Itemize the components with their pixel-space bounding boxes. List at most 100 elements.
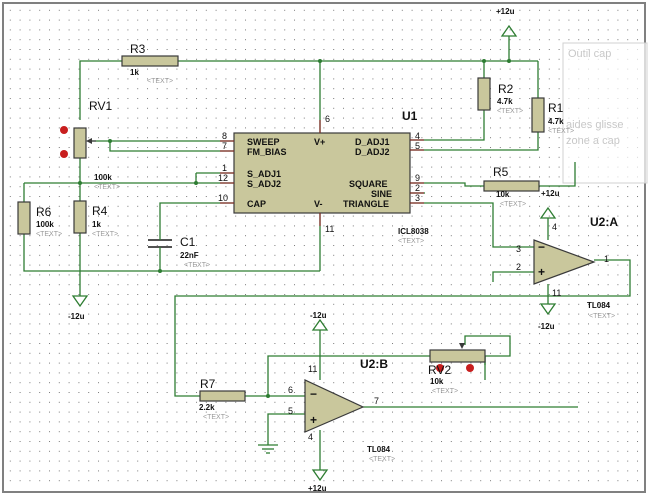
u2a-minus: −: [538, 240, 545, 254]
r3-value: 1k: [130, 68, 139, 77]
rv2-text: <TEXT>: [432, 388, 458, 395]
supply-u2b-top: -12u: [310, 311, 329, 331]
u1-pin-sine-label: SINE: [371, 189, 392, 199]
junctions: [78, 59, 511, 398]
rv2-ref: RV2: [428, 363, 451, 377]
c1-value: 22nF: [180, 251, 199, 260]
u2a-part: TL084: [587, 301, 611, 310]
u2b-text: <TEXT>: [369, 456, 395, 463]
u2a-pin-1: 1: [604, 254, 609, 264]
supply-label-u2b-top: -12u: [310, 311, 327, 320]
u2b-minus: −: [310, 387, 317, 401]
potentiometer-rv1[interactable]: RV1 100k <TEXT>: [60, 99, 120, 191]
u2a-pin-2: 2: [516, 262, 521, 272]
r4-ref: R4: [92, 204, 108, 218]
c1-ref: C1: [180, 235, 196, 249]
supply-label-left: -12u: [68, 312, 85, 321]
u2a-pin-4: 4: [552, 222, 557, 232]
u1-pin-8: 8: [222, 131, 227, 141]
overlay-panel: [562, 42, 648, 184]
u2b-pin-5: 5: [288, 406, 293, 416]
rv2-handle-left[interactable]: [436, 364, 444, 372]
u2b-part: TL084: [367, 445, 391, 454]
supply-label-top: +12u: [496, 7, 515, 16]
u2a-pin-3: 3: [516, 244, 521, 254]
u1-pin-5: 5: [415, 141, 420, 151]
r3-ref: R3: [130, 42, 146, 56]
resistor-r2[interactable]: R2 4.7k <TEXT>: [477, 77, 523, 115]
r7-text: <TEXT>: [203, 414, 229, 421]
u1-pin-3: 3: [415, 193, 420, 203]
r3-text: <TEXT>: [147, 78, 173, 85]
u2a-pin-11: 11: [552, 288, 561, 298]
u2b-pin-11: 11: [308, 364, 317, 374]
opamp-u2a[interactable]: − + 3 2 1 4 11 U2:A TL084 <TEXT>: [516, 215, 618, 320]
u1-vminus-label: V-: [314, 199, 323, 209]
u1-pin-9: 9: [415, 173, 420, 183]
resistor-r5[interactable]: R5 10k <TEXT>: [483, 165, 540, 208]
r4-value: 1k: [92, 220, 101, 229]
supply-u2a-top: +12u: [539, 189, 560, 219]
u1-pin-11: 11: [325, 224, 334, 234]
u1-pin-dadj1-label: D_ADJ1: [355, 137, 390, 147]
r6-text: <TEXT>: [36, 231, 62, 238]
rv2-value: 10k: [430, 377, 444, 386]
resistor-r6[interactable]: R6 100k <TEXT>: [17, 201, 62, 238]
capacitor-c1[interactable]: C1 22nF <TEXT>: [148, 234, 210, 269]
resistor-r7[interactable]: R7 2.2k <TEXT>: [199, 377, 246, 421]
u2b-ref: U2:B: [360, 357, 388, 371]
r1-value: 4.7k: [548, 117, 564, 126]
r1-text: <TEXT>: [548, 128, 574, 135]
u1-text: <TEXT>: [398, 238, 424, 245]
rv1-handle-down[interactable]: [60, 150, 68, 158]
rv1-handle-up[interactable]: [60, 126, 68, 134]
r7-value: 2.2k: [199, 403, 215, 412]
r4-text: <TEXT>: [92, 231, 118, 238]
u1-pin-square-label: SQUARE: [349, 179, 388, 189]
u1-pin-sweep-label: SWEEP: [247, 137, 280, 147]
resistor-r1[interactable]: R1 4.7k <TEXT>: [531, 97, 574, 135]
u1-pin-6: 6: [325, 114, 330, 124]
supply-label-u2a-bottom: -12u: [538, 322, 555, 331]
c1-text: <TEXT>: [184, 262, 210, 269]
supply-u2b-bottom: +12u: [308, 469, 329, 493]
r1-ref: R1: [548, 101, 564, 115]
potentiometer-rv2[interactable]: RV2 10k <TEXT>: [428, 343, 486, 395]
u2a-ref: U2:A: [590, 215, 618, 229]
u2a-text: <TEXT>: [589, 313, 615, 320]
resistor-r4[interactable]: R4 1k <TEXT>: [73, 200, 118, 238]
overlay-text-3: zone a cap: [566, 135, 620, 147]
u2b-pin-4: 4: [308, 432, 313, 442]
r5-value: 10k: [496, 190, 510, 199]
u1-pin-dadj2-label: D_ADJ2: [355, 147, 390, 157]
rv2-handle-right[interactable]: [466, 364, 474, 372]
u1-pin-cap-label: CAP: [247, 199, 266, 209]
u2b-pin-7: 7: [374, 396, 379, 406]
u1-ref: U1: [402, 109, 418, 123]
rv1-text: <TEXT>: [94, 184, 120, 191]
u1-pin-10: 10: [218, 193, 228, 203]
u1-pin-fmbias-label: FM_BIAS: [247, 147, 287, 157]
u2a-plus: +: [538, 265, 545, 279]
supply-u2a-bottom: -12u: [538, 303, 557, 331]
supply-label-u2b-bottom: +12u: [308, 484, 327, 493]
opamp-u2b[interactable]: − + 6 5 7 11 4 U2:B TL084 <TEXT>: [288, 357, 395, 463]
supply-top: +12u: [496, 7, 518, 37]
r2-ref: R2: [498, 82, 514, 96]
supply-label-u2a-top: +12u: [541, 189, 560, 198]
resistor-r3[interactable]: R3 1k <TEXT>: [121, 42, 179, 85]
rv1-value: 100k: [94, 173, 112, 182]
r5-text: <TEXT>: [500, 201, 526, 208]
r6-value: 100k: [36, 220, 54, 229]
u1-icl8038[interactable]: U1 ICL8038 <TEXT> SWEEP FM_BIAS S_ADJ1 S…: [218, 109, 429, 245]
ground-left: -12u: [68, 295, 89, 321]
ground-u2b: [258, 444, 278, 454]
u1-pin-12: 12: [218, 173, 228, 183]
rv1-ref: RV1: [89, 99, 112, 113]
r7-ref: R7: [200, 377, 216, 391]
r2-text: <TEXT>: [497, 108, 523, 115]
u1-pin-1: 1: [222, 163, 227, 173]
u2b-pin-6: 6: [288, 385, 293, 395]
u1-part: ICL8038: [398, 227, 429, 236]
